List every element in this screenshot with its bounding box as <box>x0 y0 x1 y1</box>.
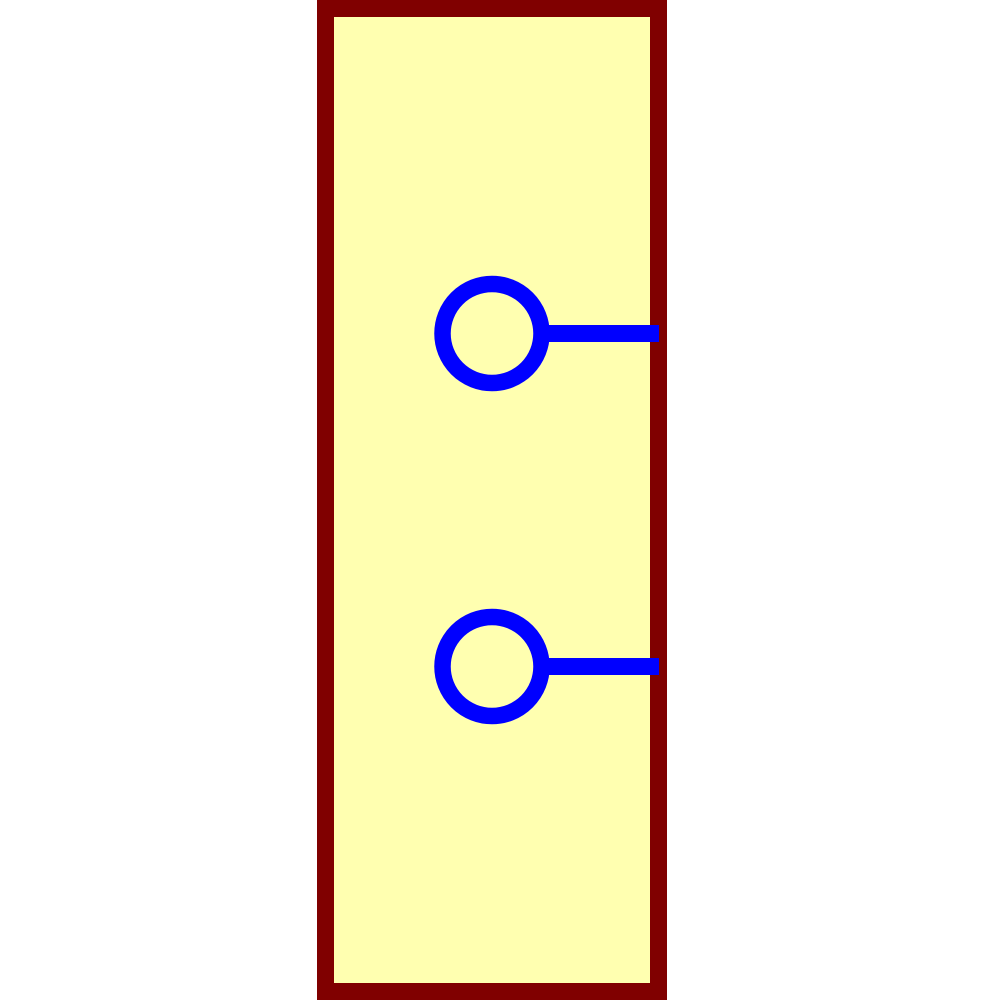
component-body <box>317 0 667 1000</box>
pin <box>434 608 659 725</box>
pin-circle <box>434 608 550 725</box>
pin-circle <box>434 275 550 392</box>
pin <box>434 275 659 392</box>
pins <box>434 275 659 725</box>
